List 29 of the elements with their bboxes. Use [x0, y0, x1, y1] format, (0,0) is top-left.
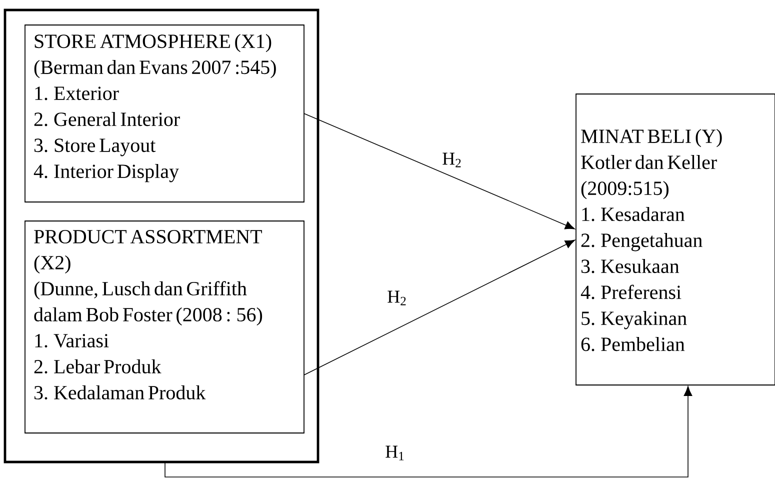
- concept-box: [24, 24, 304, 202]
- arrow: [304, 113, 575, 230]
- node-text: 2. General Interior: [34, 112, 180, 126]
- node-text: STORE ATMOSPHERE (X1): [34, 34, 272, 52]
- node-text: Kotler dan Keller (2009:515): [581, 155, 717, 200]
- arrow: [304, 240, 576, 376]
- outer-box: [4, 8, 320, 464]
- edge-label: H$_{2}$: [442, 152, 461, 168]
- node-text: 6. Pembelian: [581, 337, 685, 352]
- edge-label: H$_{2}$: [388, 290, 406, 306]
- node-text: 1. Variasi: [35, 334, 109, 348]
- node-text: 1. Exterior: [35, 86, 119, 100]
- node-text: 3. Kedalaman Produk: [34, 385, 206, 400]
- node-text: (Dunne, Lusch dan Griffith dalam Bob Foster (2008 : 56): [34, 281, 262, 326]
- node-text: 3. Store Layout: [34, 138, 156, 156]
- node-text: PRODUCT ASSORTMENT (X2): [34, 230, 262, 274]
- node-text: 4. Preferensi: [580, 284, 682, 300]
- node-text: (Berman dan Evans 2007 :545): [34, 60, 276, 78]
- node-text: MINAT BELI (Y): [581, 129, 722, 148]
- node-text: 3. Kesukaan: [581, 259, 680, 274]
- concept-box: [24, 220, 304, 434]
- node-text: 4. Interior Display: [34, 164, 179, 182]
- node-text: 2. Lebar Produk: [34, 359, 162, 374]
- edge-label: H$_{1}$: [386, 446, 404, 460]
- arrow: [164, 386, 692, 478]
- node-text: 1. Kesadaran: [582, 207, 685, 222]
- concept-box: [576, 94, 775, 386]
- node-text: 2. Pengetahuan: [581, 233, 702, 252]
- node-text: 5. Keyakinan: [582, 311, 687, 330]
